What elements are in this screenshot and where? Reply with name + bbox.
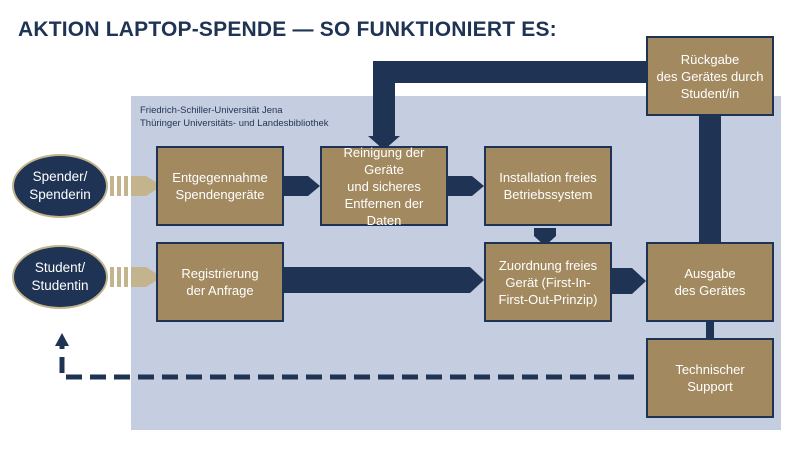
page-title: AKTION LAPTOP-SPENDE — SO FUNKTIONIERT E… bbox=[18, 18, 557, 41]
donor-actor: Spender/ Spenderin bbox=[12, 154, 108, 218]
arrow-register-to-assign bbox=[284, 267, 484, 293]
step-support: Technischer Support bbox=[646, 338, 774, 418]
organization-line-2: Thüringer Universitäts- und Landesbiblio… bbox=[140, 118, 329, 129]
student-line-2: Studentin bbox=[31, 278, 89, 293]
return-loop-arrowhead bbox=[368, 136, 400, 150]
arrow-install-to-assign bbox=[534, 228, 556, 246]
return-loop-line bbox=[373, 61, 646, 138]
step-assign-line-1: Zuordnung freies bbox=[498, 257, 598, 273]
step-receive-line-2: Spendengeräte bbox=[175, 187, 265, 202]
donor-line-2: Spenderin bbox=[29, 187, 91, 202]
step-support-line-1: Technischer bbox=[675, 362, 745, 377]
step-assign-line-3: First-Out-Prinzip) bbox=[498, 291, 598, 307]
student-actor: Student/ Studentin bbox=[12, 245, 108, 309]
donor-arrow bbox=[110, 176, 162, 196]
step-clean-line-2: und sicheres bbox=[347, 178, 421, 194]
step-clean-line-1: Reinigung der Geräte bbox=[343, 144, 425, 177]
step-return-line-3: Student/in bbox=[680, 85, 740, 101]
step-assign-line-2: Gerät (First-In- bbox=[505, 274, 591, 290]
step-install: Installation freies Betriebssystem bbox=[484, 146, 612, 226]
student-line-1: Student/ bbox=[34, 260, 86, 275]
organization-line-1: Friedrich-Schiller-Universität Jena bbox=[140, 105, 283, 116]
step-return: Rückgabe des Gerätes durch Student/in bbox=[646, 36, 774, 116]
step-clean: Reinigung der Geräte und sicheres Entfer… bbox=[320, 144, 448, 228]
step-return-line-1: Rückgabe bbox=[680, 51, 740, 67]
arrow-clean-to-install bbox=[448, 176, 484, 196]
arrow-receive-to-clean bbox=[284, 176, 320, 196]
connector-issue-support bbox=[706, 320, 714, 340]
step-return-line-2: des Gerätes durch bbox=[656, 68, 764, 84]
arrow-assign-to-issue bbox=[611, 268, 646, 294]
step-issue-line-2: des Gerätes bbox=[674, 283, 746, 298]
support-dashed-line bbox=[59, 344, 634, 380]
step-install-line-1: Installation freies bbox=[499, 170, 597, 185]
connector-return-issue bbox=[699, 114, 721, 244]
student-arrow bbox=[110, 267, 162, 287]
step-register-line-1: Registrierung bbox=[181, 266, 259, 281]
step-register-line-2: der Anfrage bbox=[186, 283, 254, 298]
step-issue: Ausgabe des Gerätes bbox=[646, 242, 774, 322]
donor-line-1: Spender/ bbox=[32, 169, 88, 184]
step-receive-line-1: Entgegennahme bbox=[172, 170, 268, 185]
organization-label: Friedrich-Schiller-Universität Jena Thür… bbox=[140, 104, 329, 130]
step-support-line-2: Support bbox=[687, 379, 733, 394]
step-assign: Zuordnung freies Gerät (First-In- First-… bbox=[484, 242, 612, 322]
step-issue-line-1: Ausgabe bbox=[684, 266, 736, 281]
step-register: Registrierung der Anfrage bbox=[156, 242, 284, 322]
support-arrowhead bbox=[55, 333, 69, 346]
step-install-line-2: Betriebssystem bbox=[503, 187, 593, 202]
step-clean-line-3: Entfernen der Daten bbox=[344, 195, 424, 228]
step-receive: Entgegennahme Spendengeräte bbox=[156, 146, 284, 226]
